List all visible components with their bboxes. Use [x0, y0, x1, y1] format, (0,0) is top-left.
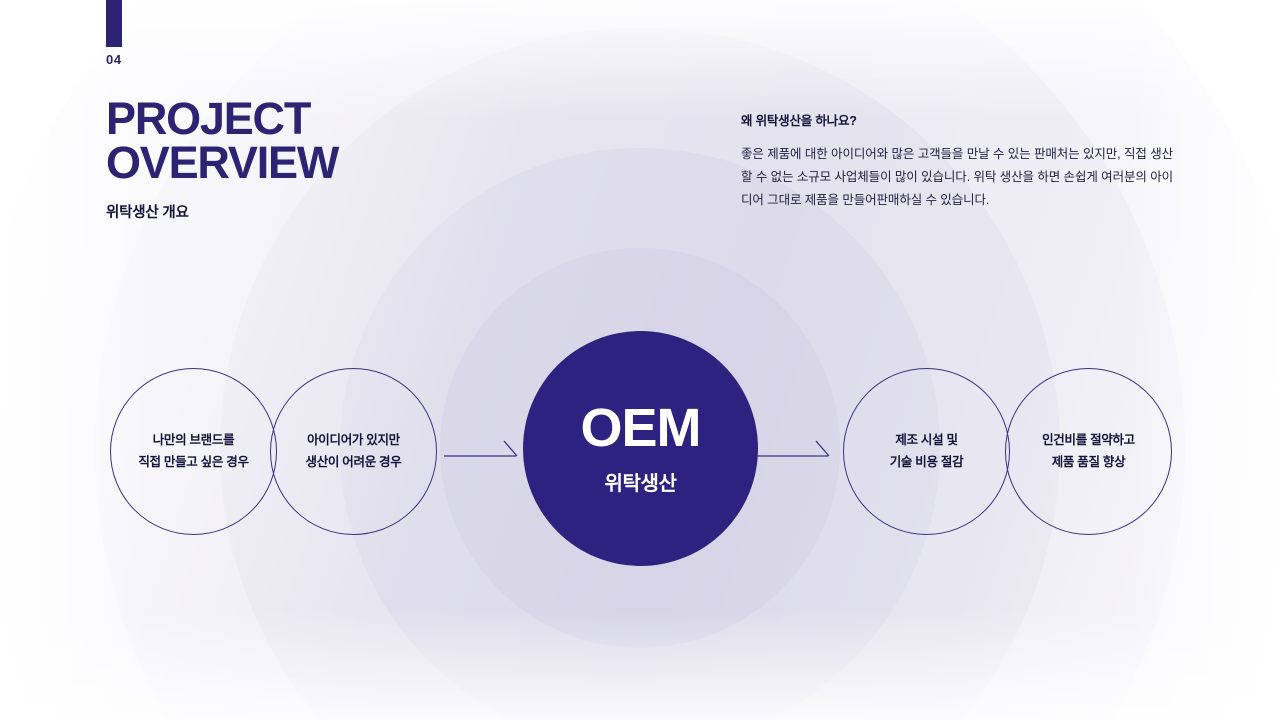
input-node-1: 나만의 브랜드를 직접 만들고 싶은 경우 — [110, 368, 277, 535]
output-node-1: 제조 시설 및 기술 비용 절감 — [843, 368, 1010, 535]
output-node-2: 인건비를 절약하고 제품 품질 향상 — [1005, 368, 1172, 535]
center-node-oem: OEM 위탁생산 — [523, 331, 758, 566]
center-node-subtitle: 위탁생산 — [604, 473, 677, 495]
input-node-2: 아이디어가 있지만 생산이 어려운 경우 — [270, 368, 437, 535]
arrow-right-icon-right — [756, 440, 830, 457]
input-node-1-label: 나만의 브랜드를 직접 만들고 싶은 경우 — [138, 433, 249, 469]
output-node-2-label: 인건비를 절약하고 제품 품질 향상 — [1042, 433, 1135, 469]
center-node-title: OEM — [580, 398, 701, 458]
input-node-2-label: 아이디어가 있지만 생산이 어려운 경우 — [305, 433, 402, 469]
arrow-right-icon-left — [444, 440, 518, 457]
output-node-1-label: 제조 시설 및 기술 비용 절감 — [889, 433, 964, 469]
